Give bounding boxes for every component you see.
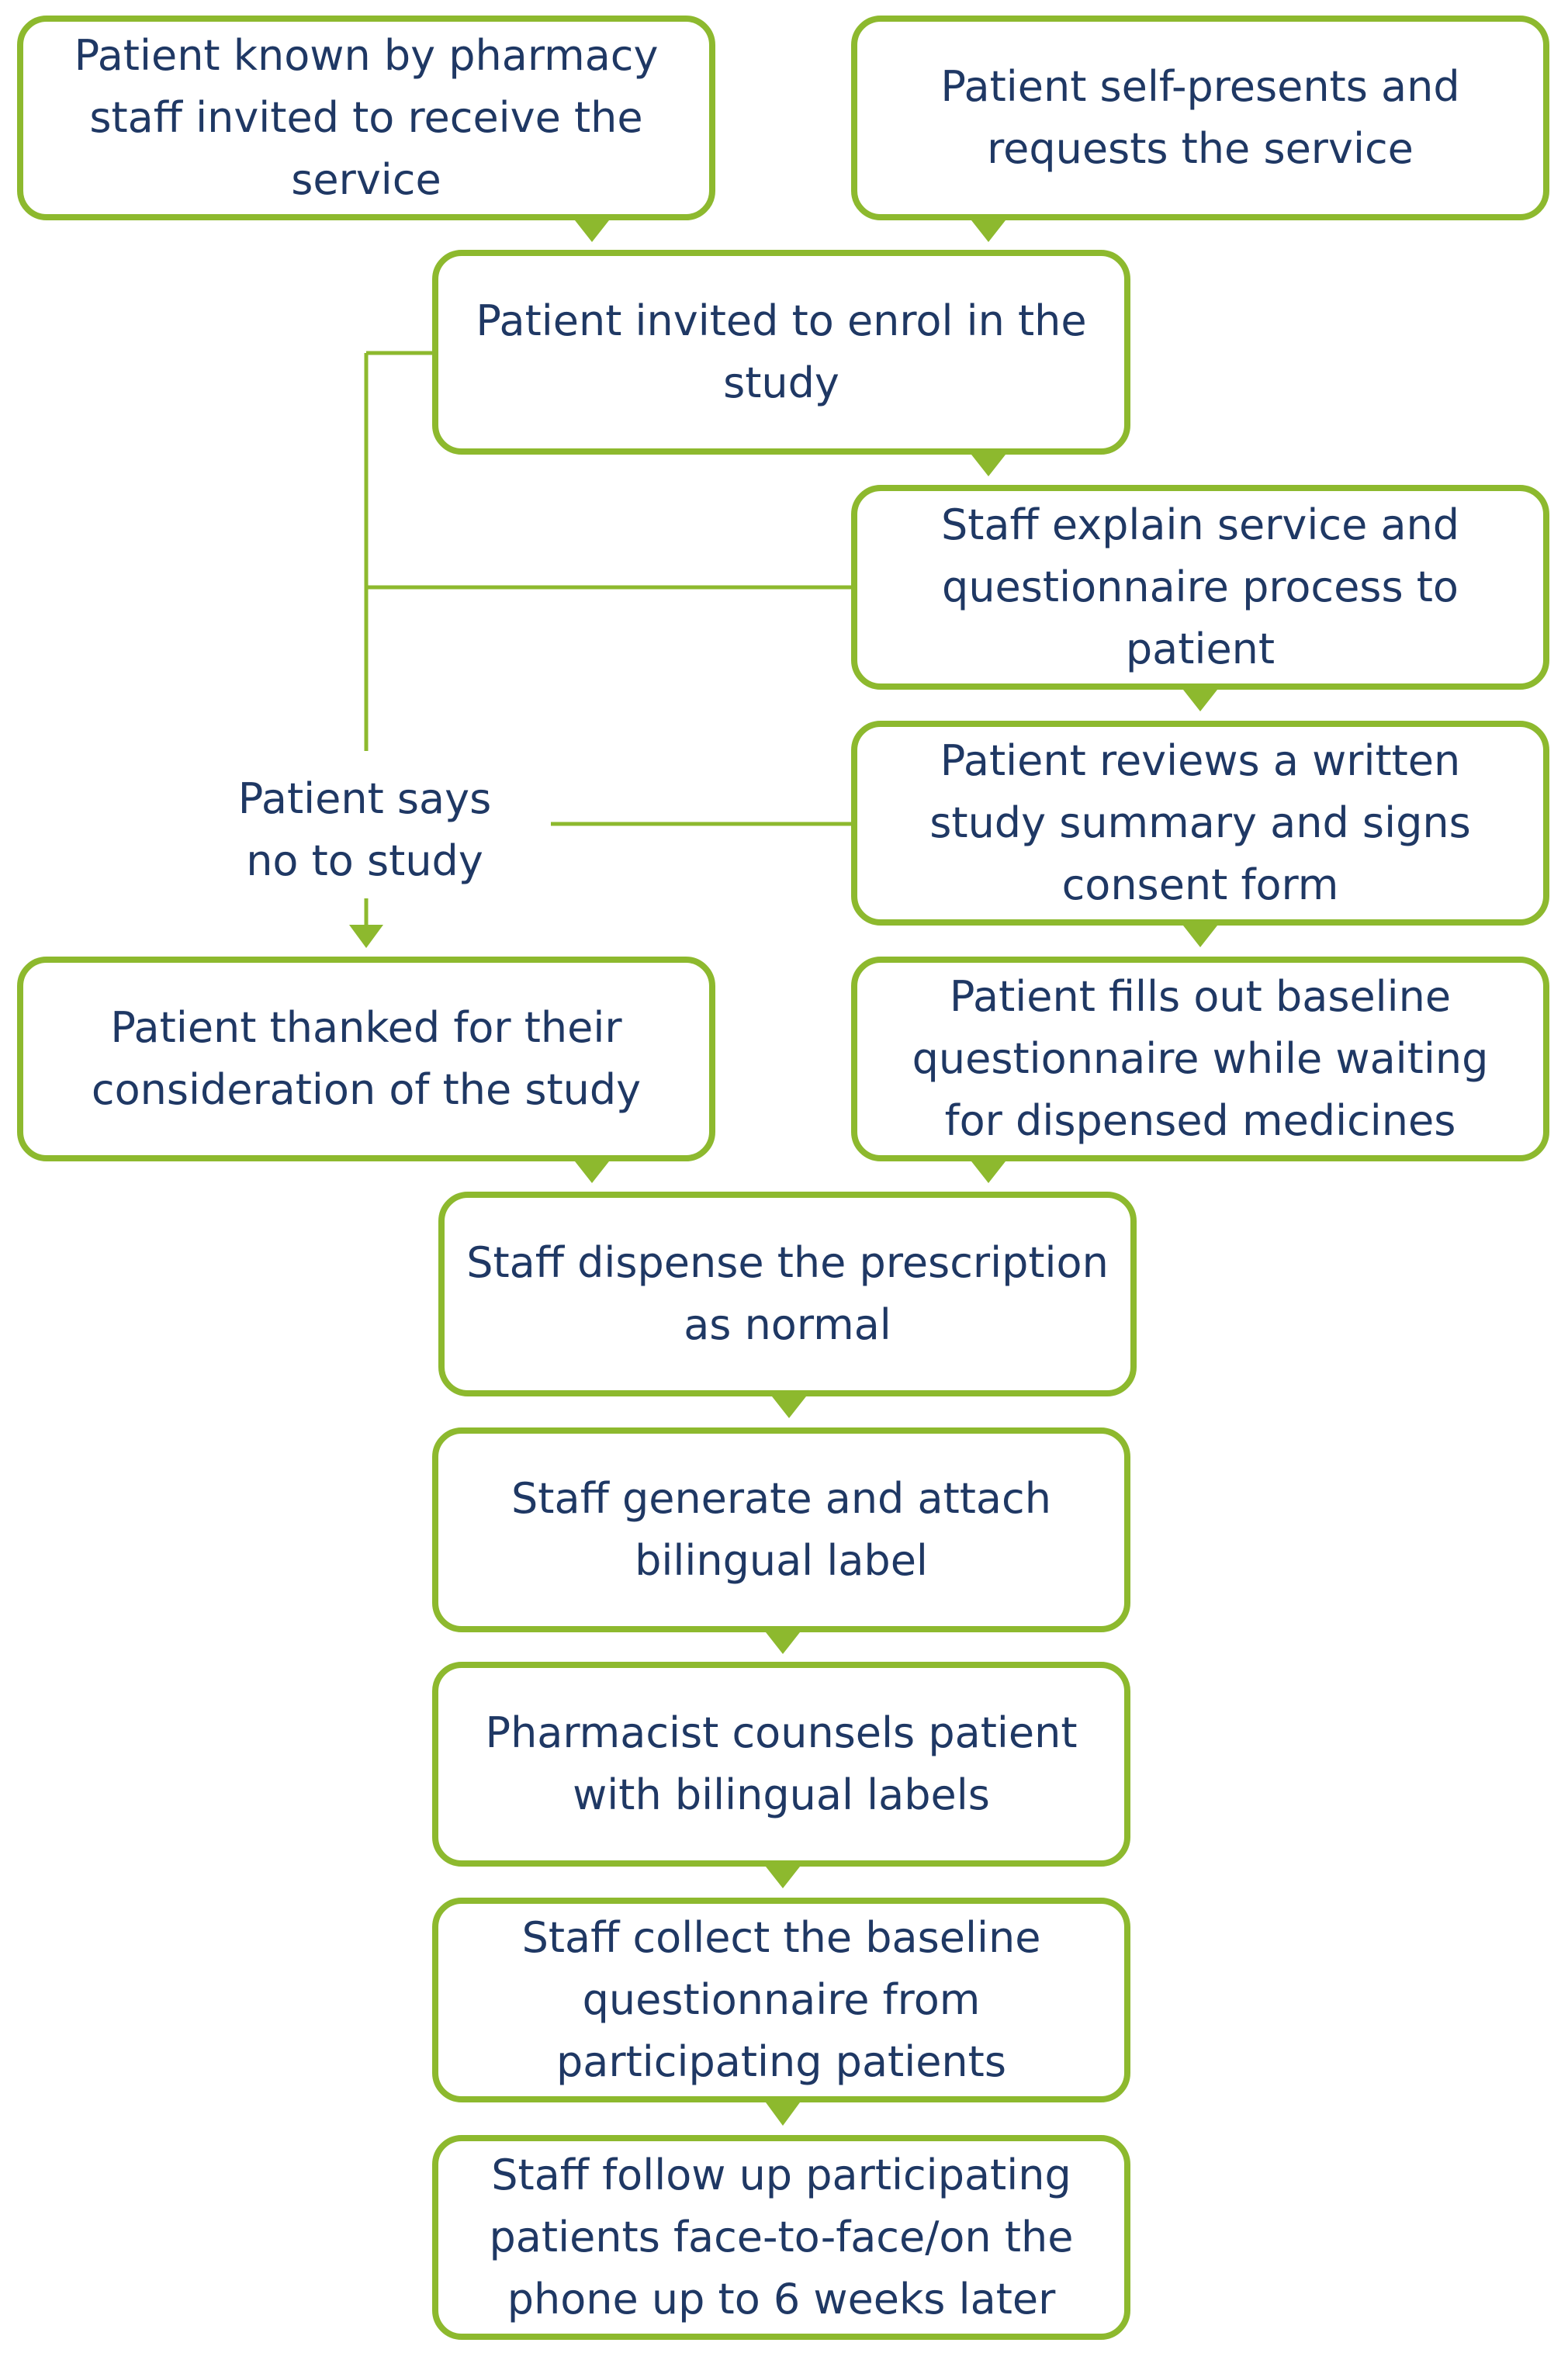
arrow-review-to-baseline bbox=[1183, 926, 1217, 947]
node-follow-up-text: Staff follow up participating patients f… bbox=[489, 2151, 1074, 2324]
node-staff-explain-text: Staff explain service and questionnaire … bbox=[940, 500, 1460, 673]
node-invited-to-enrol-text: Patient invited to enrol in the study bbox=[476, 296, 1087, 407]
node-fills-baseline: Patient fills out baseline questionnaire… bbox=[851, 957, 1549, 1161]
node-reviews-summary-text: Patient reviews a written study summary … bbox=[929, 736, 1471, 909]
node-dispense: Staff dispense the prescription as norma… bbox=[438, 1192, 1137, 1396]
arrow-known-to-invited bbox=[575, 220, 609, 242]
node-fills-baseline-text: Patient fills out baseline questionnaire… bbox=[912, 972, 1489, 1145]
arrow-collect-to-follow bbox=[766, 2102, 800, 2126]
arrow-baseline-to-dispense bbox=[971, 1161, 1006, 1183]
decline-branch-label: Patient says no to study bbox=[217, 768, 512, 892]
node-collect-text: Staff collect the baseline questionnaire… bbox=[521, 1913, 1041, 2086]
arrow-self-to-invited bbox=[971, 220, 1006, 242]
node-reviews-summary: Patient reviews a written study summary … bbox=[851, 721, 1549, 926]
node-self-presents: Patient self-presents and requests the s… bbox=[851, 16, 1549, 220]
node-generate-label-text: Staff generate and attach bilingual labe… bbox=[511, 1474, 1051, 1585]
arrow-explain-to-review bbox=[1183, 690, 1217, 711]
arrow-label-to-counsel bbox=[766, 1632, 800, 1654]
arrow-counsel-to-collect bbox=[766, 1867, 800, 1888]
node-known-by-staff: Patient known by pharmacy staff invited … bbox=[17, 16, 715, 220]
node-invited-to-enrol: Patient invited to enrol in the study bbox=[432, 250, 1130, 455]
node-dispense-text: Staff dispense the prescription as norma… bbox=[466, 1238, 1109, 1349]
node-counsels-text: Pharmacist counsels patient with bilingu… bbox=[485, 1708, 1078, 1819]
node-counsels: Pharmacist counsels patient with bilingu… bbox=[432, 1662, 1130, 1867]
arrow-invited-to-explain bbox=[971, 455, 1006, 476]
node-self-presents-text: Patient self-presents and requests the s… bbox=[940, 62, 1460, 173]
node-follow-up: Staff follow up participating patients f… bbox=[432, 2135, 1130, 2340]
node-collect: Staff collect the baseline questionnaire… bbox=[432, 1898, 1130, 2102]
arrow-dispense-to-label bbox=[772, 1396, 806, 1418]
arrow-thanked-to-dispense bbox=[575, 1161, 609, 1183]
arrow-decline-to-thanked bbox=[349, 925, 383, 948]
node-thanked: Patient thanked for their consideration … bbox=[17, 957, 715, 1161]
node-thanked-text: Patient thanked for their consideration … bbox=[91, 1003, 642, 1114]
node-generate-label: Staff generate and attach bilingual labe… bbox=[432, 1427, 1130, 1632]
node-known-by-staff-text: Patient known by pharmacy staff invited … bbox=[74, 31, 659, 204]
node-staff-explain: Staff explain service and questionnaire … bbox=[851, 485, 1549, 690]
